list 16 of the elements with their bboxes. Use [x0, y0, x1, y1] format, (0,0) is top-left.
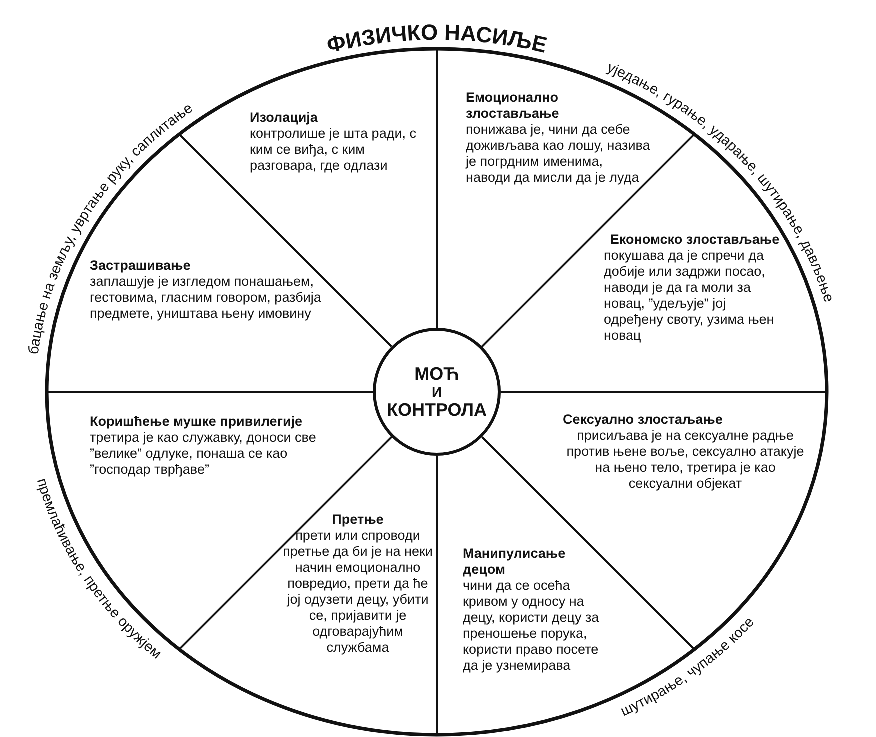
segment-heading: Сексуално злостаљање	[563, 412, 724, 428]
title: ФИЗИЧКО НАСИЉЕ	[324, 20, 550, 58]
center-text: КОНТРОЛА	[387, 400, 487, 420]
center-text: МОЋ	[414, 364, 460, 384]
segment-text: заплашује је изгледом понашањем, гестовима, гласним говором, разбија предмете, уништава њену имовину	[90, 274, 322, 322]
segment-text: понижава је, чини да себе доживљава као лошу, назива је погрдним именима, наводи да мисли да је луда	[466, 122, 651, 186]
segment-text: контролише је шта ради, с ким се виђа, с ким разговара, где одлази	[250, 126, 418, 174]
segment-heading: Изолација	[250, 110, 319, 126]
segment-text: присиљава је на сексуалне радње против њене воље, сексуално атакује на њено тело, третира је као сексуални објекат	[566, 428, 806, 492]
center-text: И	[432, 384, 442, 400]
segment-text: третира је као служавку, доноси све ”велике” одлуке, понаша се као ”господар тврђаве”	[90, 430, 318, 478]
segment-text: прети или спроводи претње да би је на неки начин емоционално повредио, прети да ће јој одузети децу, убити се, пријавити је одговарајућим службама	[282, 528, 434, 656]
segment-heading: Претње	[331, 512, 385, 528]
segment-text: покушава да је спречи да добије или задржи посао, наводи је да га моли за новац, ”удељује” јој одређену своту, узима њен новац	[604, 248, 776, 344]
segment-text: чини да се осећа кривом у односу на децу, користи децу за преношење порука, користи право посете да је узнемирава	[463, 578, 600, 674]
segment-heading: Коришћење мушке привилегије	[90, 414, 304, 430]
